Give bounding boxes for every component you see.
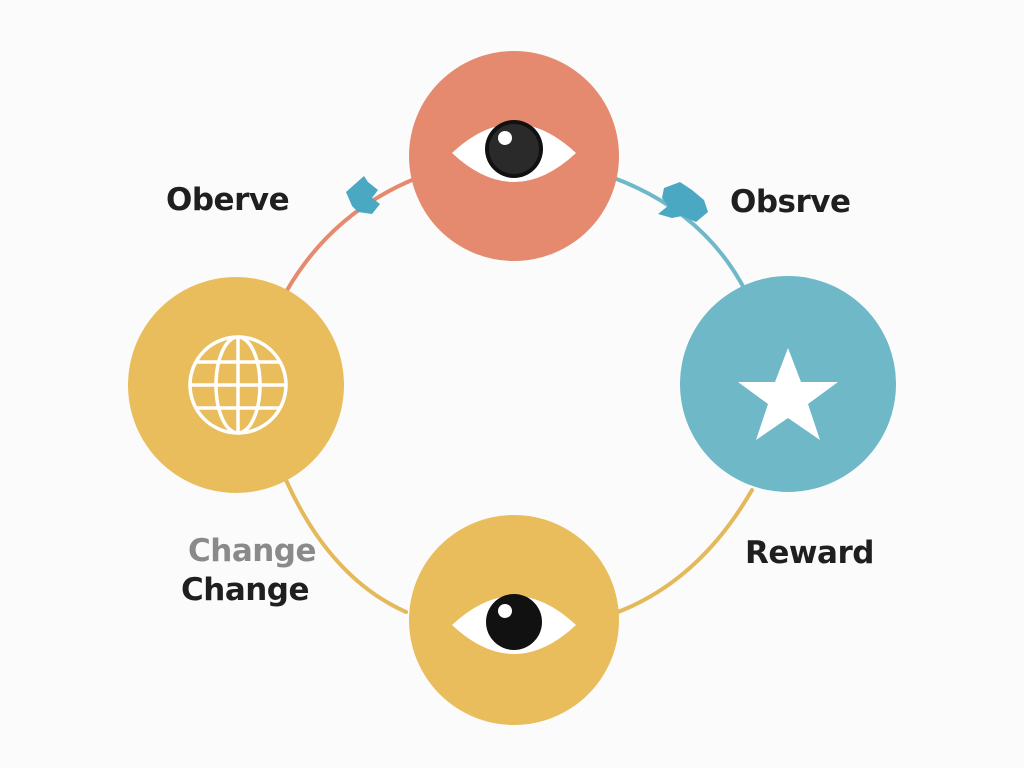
- observe-node-top: [409, 51, 619, 261]
- arrow-left-icon: [346, 176, 380, 214]
- ring-arc-bottom-left: [284, 478, 408, 614]
- cycle-ring: [284, 176, 754, 614]
- reward-node-right: [680, 276, 896, 492]
- star-icon: [738, 348, 838, 440]
- ring-arc-top-right: [612, 176, 748, 294]
- globe-icon: [188, 335, 288, 435]
- label-reward: Reward: [745, 535, 874, 571]
- ring-arc-bottom-right: [616, 488, 754, 614]
- label-change: Change: [181, 572, 310, 608]
- ring-arc-top-left: [284, 178, 414, 294]
- change-node-left: [128, 277, 344, 493]
- arrow-right-icon: [658, 182, 708, 222]
- label-change-ghost: Change: [188, 533, 317, 569]
- eye-icon: [452, 594, 576, 654]
- label-observe-left: Oberve: [166, 182, 290, 218]
- observe-node-bottom: [409, 515, 619, 725]
- eye-icon: [452, 120, 576, 182]
- label-observe-right: Obsrve: [730, 184, 851, 220]
